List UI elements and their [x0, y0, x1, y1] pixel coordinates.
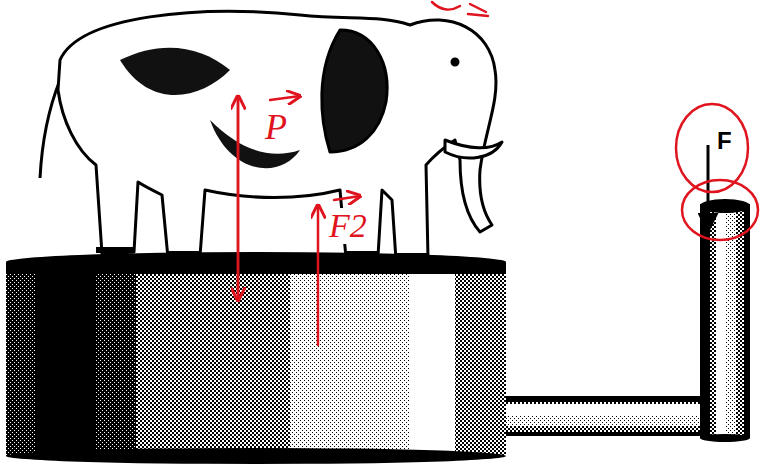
connecting-pipe	[506, 396, 702, 436]
large-piston-cylinder	[6, 252, 506, 464]
force-label: F2	[326, 208, 370, 244]
pressure-label: P	[262, 108, 290, 146]
force-label: F	[714, 128, 735, 154]
elephant	[40, 11, 502, 260]
force-arrow	[707, 145, 710, 232]
red-annotations	[238, 2, 758, 345]
